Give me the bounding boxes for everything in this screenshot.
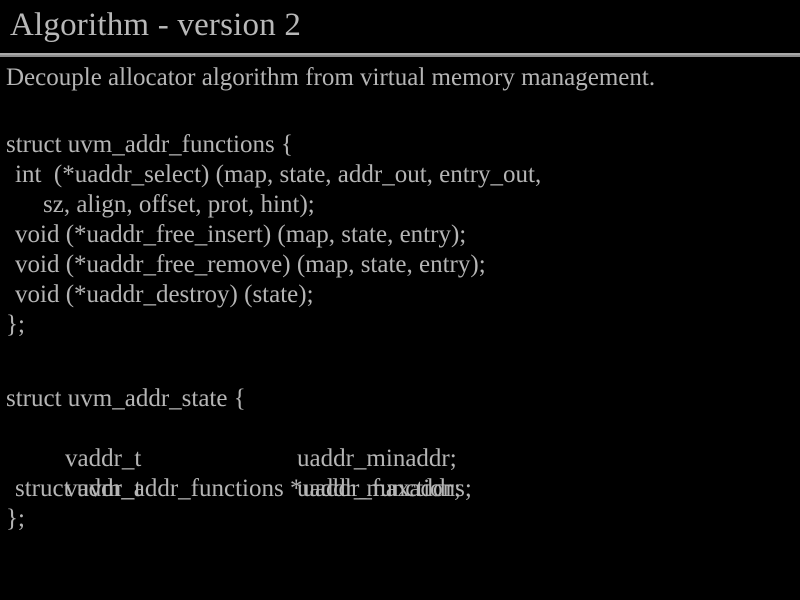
code-line: void (*uaddr_free_insert) (map, state, e… xyxy=(15,221,467,248)
code-line: struct uvm_addr_functions *uaddr_functio… xyxy=(15,475,472,502)
field-name: uaddr_minaddr; xyxy=(297,445,457,472)
title-divider xyxy=(0,53,800,57)
code-line: void (*uaddr_free_remove) (map, state, e… xyxy=(15,251,486,278)
code-line: }; xyxy=(6,505,25,532)
code-line: sz, align, offset, prot, hint); xyxy=(43,191,315,218)
page-title: Algorithm - version 2 xyxy=(10,7,302,43)
field-type: vaddr_t xyxy=(65,475,142,502)
code-block-uvm-addr-state: struct uvm_addr_state { vaddr_t uaddr_min… xyxy=(6,384,472,534)
code-block-uvm-addr-functions: struct uvm_addr_functions { int (*uaddr_… xyxy=(6,130,541,340)
struct-field-row: vaddr_t uaddr_maxaddr; xyxy=(6,444,472,502)
code-line: }; xyxy=(6,311,25,338)
struct-field-row: vaddr_t uaddr_minaddr; xyxy=(6,414,472,472)
field-type: vaddr_t xyxy=(65,445,142,472)
code-line: struct uvm_addr_state { xyxy=(6,385,246,412)
code-line: int (*uaddr_select) (map, state, addr_ou… xyxy=(15,161,542,188)
field-name: uaddr_maxaddr; xyxy=(297,475,461,502)
code-line: struct uvm_addr_functions { xyxy=(6,131,293,158)
code-line: void (*uaddr_destroy) (state); xyxy=(15,281,314,308)
intro-text: Decouple allocator algorithm from virtua… xyxy=(6,64,656,91)
